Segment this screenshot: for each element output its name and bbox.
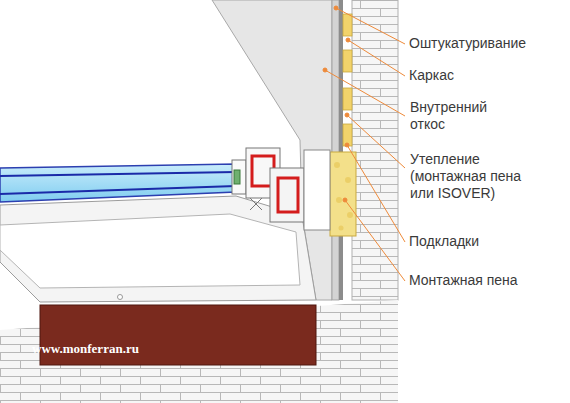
brick-wall-bottom [0, 300, 398, 403]
plaster-layer [332, 0, 339, 300]
watermark: www.monferran.ru [32, 340, 232, 357]
insulation-pads [343, 14, 352, 146]
mounting-foam [330, 152, 356, 236]
part-label: Оштукатуривание [409, 35, 567, 52]
brick-wall [352, 0, 398, 300]
leader-lines [323, 6, 405, 281]
part-label: Подкладки [409, 233, 567, 250]
part-label: Каркас [409, 67, 567, 84]
part-label: Внутренний откос [410, 99, 510, 133]
glass-unit [0, 164, 236, 202]
frame-layer [339, 0, 343, 300]
window-frame [0, 196, 316, 302]
part-label: Утепление (монтажная пена или ISOVER) [410, 151, 535, 202]
part-label: Монтажная пена [409, 272, 567, 289]
pvc-profile [232, 148, 330, 230]
